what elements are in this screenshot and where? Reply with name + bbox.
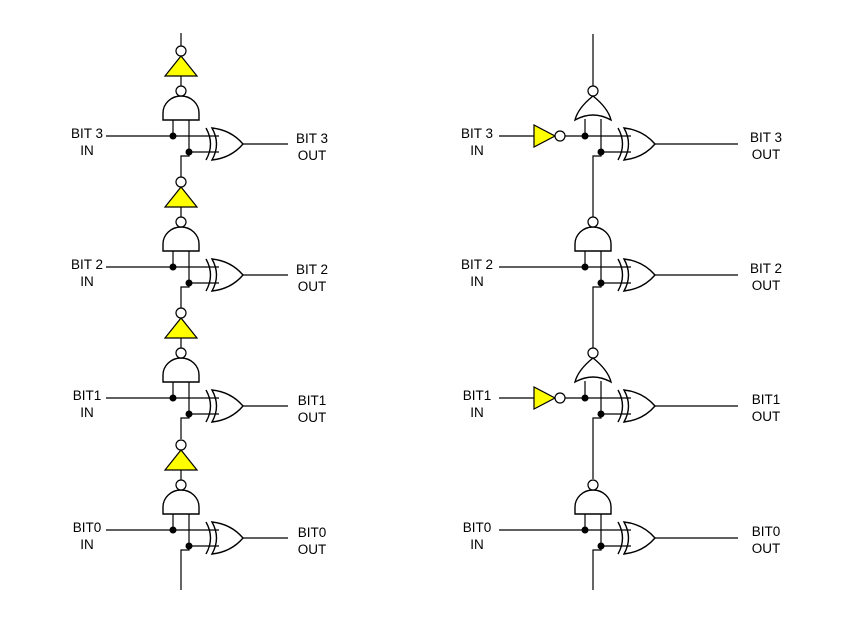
bit0-out-sublabel: OUT (752, 541, 781, 556)
inverter-up-icon (164, 439, 198, 481)
chain-wire (592, 283, 602, 348)
xor-gate-icon (205, 521, 244, 555)
xor-gate-icon (205, 258, 244, 292)
junction-dot (597, 148, 605, 156)
junction-dot (169, 526, 177, 534)
left-stage-bit3: BIT 3 IN BIT 3 OUT (71, 33, 328, 177)
bit0-in-sublabel: IN (80, 537, 94, 552)
left-circuit: BIT 3 IN BIT 3 OUT BIT 2 IN BIT 2 OUT (71, 33, 328, 590)
xor-gate-icon (617, 127, 656, 161)
bit2-in-sublabel: IN (470, 274, 484, 289)
chain-wire (592, 414, 602, 479)
nor-gate-icon (574, 85, 612, 121)
bit0-in-sublabel: IN (470, 537, 484, 552)
bit1-in-sublabel: IN (80, 405, 94, 420)
bit1-in-sublabel: IN (470, 405, 484, 420)
bit3-out-label: BIT 3 (296, 131, 328, 146)
chain-wire (180, 152, 190, 177)
bit3-out-sublabel: OUT (298, 148, 327, 163)
right-stage-bit2: BIT 2 IN BIT 2 OUT (461, 216, 782, 348)
inverter-right-icon (533, 386, 566, 410)
bit3-in-sublabel: IN (80, 143, 94, 158)
bit1-in-label: BIT1 (73, 388, 102, 403)
bit0-out-label: BIT0 (752, 524, 781, 539)
junction-dot (185, 410, 193, 418)
chain-wire (180, 414, 190, 439)
nand-gate-icon (574, 216, 612, 252)
bit2-in-sublabel: IN (80, 274, 94, 289)
bit3-in-label: BIT 3 (461, 126, 493, 141)
junction-dot (169, 263, 177, 271)
junction-dot (581, 263, 589, 271)
junction-dot (169, 394, 177, 402)
right-stage-bit1: BIT1 IN BIT1 OUT (463, 347, 781, 479)
junction-dot (581, 394, 589, 402)
xor-gate-icon (205, 389, 244, 423)
junction-dot (169, 132, 177, 140)
chain-bottom-wire (592, 546, 602, 590)
bit3-out-label: BIT 3 (750, 130, 782, 145)
bit3-in-sublabel: IN (470, 143, 484, 158)
left-stage-bit2: BIT 2 IN BIT 2 OUT (71, 176, 328, 308)
bit0-out-sublabel: OUT (298, 542, 327, 557)
right-stage-bit0: BIT0 IN BIT0 OUT (463, 479, 781, 590)
chain-wire (180, 283, 190, 308)
junction-dot (597, 279, 605, 287)
right-stage-bit3: BIT 3 IN BIT 3 OUT (461, 34, 782, 217)
junction-dot (185, 279, 193, 287)
bit2-in-label: BIT 2 (461, 257, 493, 272)
bit1-out-sublabel: OUT (298, 410, 327, 425)
bit1-in-label: BIT1 (463, 388, 492, 403)
chain-bottom-wire (180, 546, 190, 590)
junction-dot (581, 526, 589, 534)
xor-gate-icon (205, 127, 244, 161)
bit2-out-label: BIT 2 (296, 262, 328, 277)
nand-gate-icon (162, 347, 200, 383)
junction-dot (597, 542, 605, 550)
nor-gate-icon (574, 347, 612, 383)
chain-wire (592, 152, 602, 217)
bit2-in-label: BIT 2 (71, 257, 103, 272)
bit0-out-label: BIT0 (298, 525, 327, 540)
inverter-up-icon (164, 176, 198, 218)
bit2-out-sublabel: OUT (752, 278, 781, 293)
bit2-out-sublabel: OUT (298, 279, 327, 294)
left-stage-bit0: BIT0 IN BIT0 OUT (73, 439, 327, 590)
bit3-in-label: BIT 3 (71, 126, 103, 141)
nand-gate-icon (162, 479, 200, 515)
bit1-out-sublabel: OUT (752, 409, 781, 424)
bit0-in-label: BIT0 (73, 520, 102, 535)
junction-dot (185, 542, 193, 550)
inverter-up-icon (164, 45, 198, 87)
bit0-in-label: BIT0 (463, 520, 492, 535)
right-circuit: BIT 3 IN BIT 3 OUT BIT 2 IN BIT 2 OUT (461, 34, 782, 590)
inverter-right-icon (533, 124, 566, 148)
bit1-out-label: BIT1 (298, 393, 327, 408)
nand-gate-icon (574, 479, 612, 515)
junction-dot (581, 132, 589, 140)
inverter-up-icon (164, 307, 198, 349)
nand-gate-icon (162, 216, 200, 252)
xor-gate-icon (617, 258, 656, 292)
xor-gate-icon (617, 389, 656, 423)
bit1-out-label: BIT1 (752, 392, 781, 407)
left-stage-bit1: BIT1 IN BIT1 OUT (73, 307, 327, 439)
nand-gate-icon (162, 85, 200, 121)
bit2-out-label: BIT 2 (750, 261, 782, 276)
bit3-out-sublabel: OUT (752, 147, 781, 162)
junction-dot (597, 410, 605, 418)
xor-gate-icon (617, 521, 656, 555)
junction-dot (185, 148, 193, 156)
